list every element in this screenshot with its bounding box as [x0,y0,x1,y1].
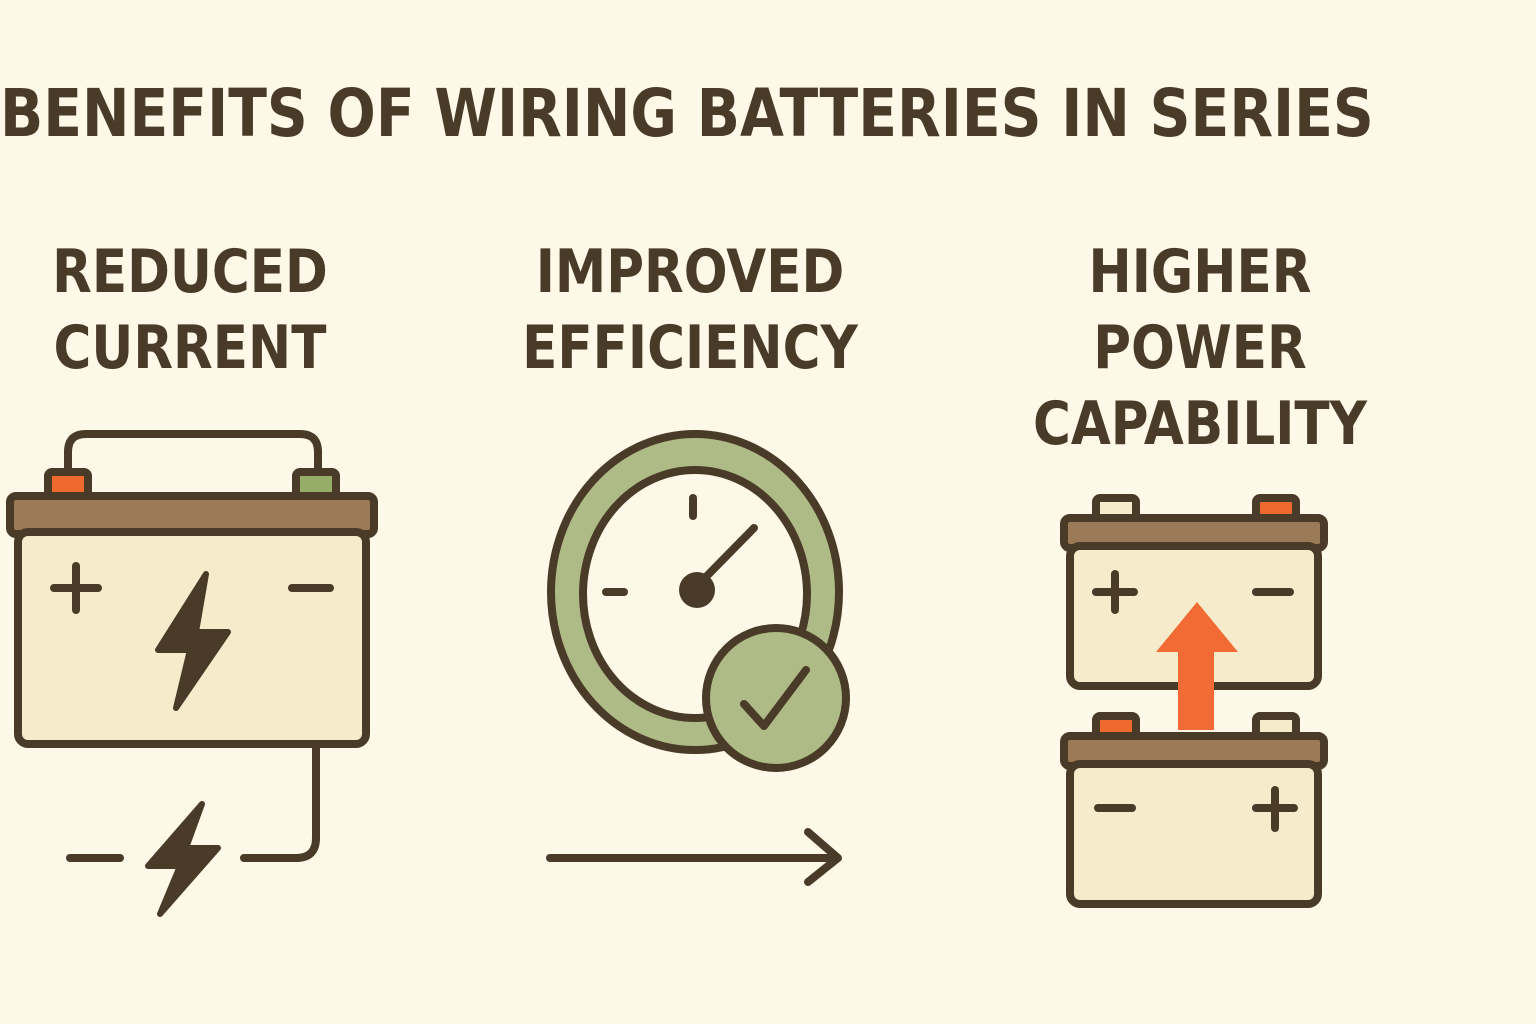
heading-line: REDUCED [52,237,328,307]
up-arrow-icon [1156,602,1238,730]
plus-icon [1252,786,1298,832]
arrow-head-icon [804,828,842,886]
heading-line: IMPROVED [535,237,845,307]
plus-icon [1092,570,1138,614]
battery-handle-wire [64,430,322,474]
output-wire [240,742,320,862]
gauge-hub [679,572,715,608]
check-badge [702,624,850,772]
gauge-check-icon [546,430,850,886]
heading-reduced-current: REDUCED CURRENT [0,234,380,386]
heading-line: EFFICIENCY [522,313,858,383]
stacked-batteries-arrow-icon [1060,494,1328,908]
heading-line: HIGHER [1088,237,1312,307]
battery-lightning-icon [6,430,378,917]
bottom-battery-body [1066,760,1322,908]
heading-line: CURRENT [53,313,327,383]
heading-line: POWER [1093,313,1307,383]
small-lightning-icon [145,801,221,917]
heading-improved-efficiency: IMPROVED EFFICIENCY [480,234,900,386]
checkmark-icon [740,666,810,730]
heading-higher-power-capability: HIGHER POWER CAPABILITY [990,234,1410,462]
main-title: BENEFITS OF WIRING BATTERIES IN SERIES [0,75,1374,152]
heading-line: CAPABILITY [1032,389,1367,459]
lightning-bolt-icon [155,571,231,711]
plus-icon [50,562,102,614]
